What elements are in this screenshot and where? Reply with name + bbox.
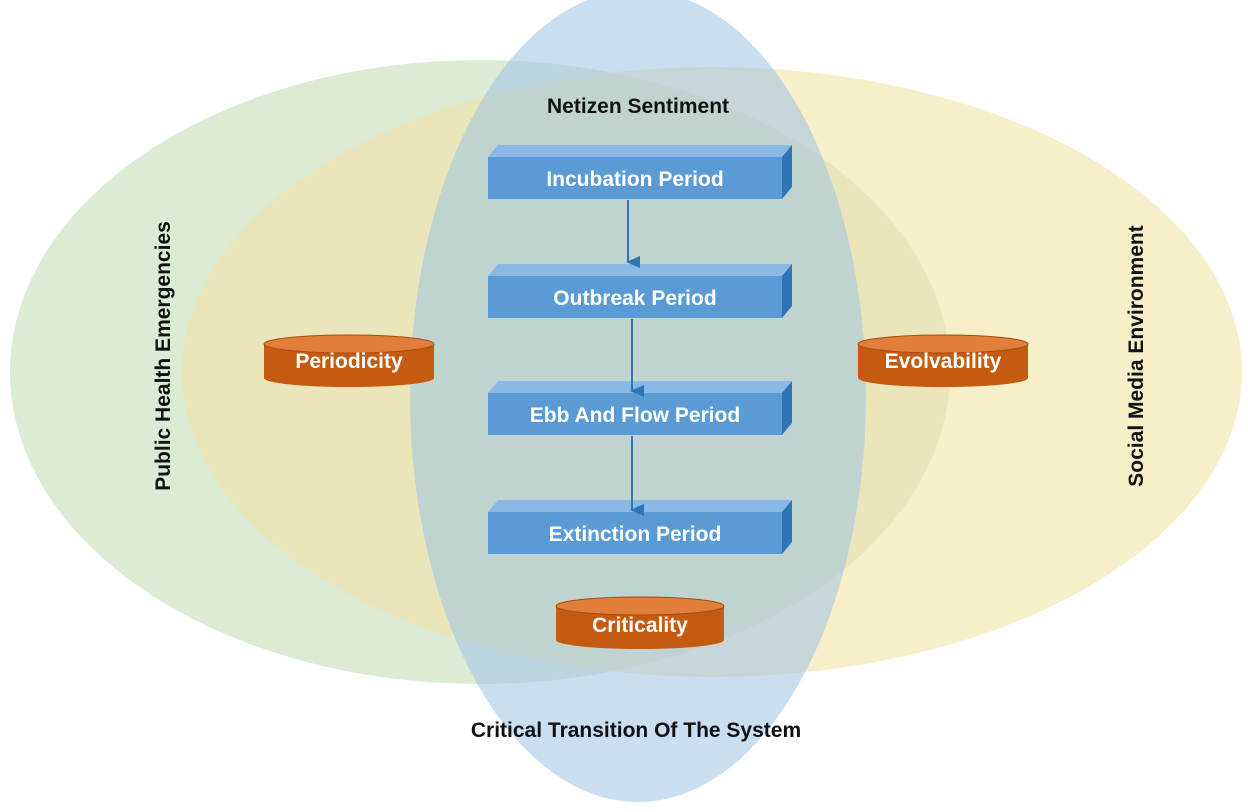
left-region-label: Public Health Emergencies bbox=[152, 221, 175, 491]
period-box-outbreak: Outbreak Period bbox=[488, 264, 792, 318]
periodicity-cylinder: Periodicity bbox=[263, 334, 435, 387]
period-label-ebb-and-flow: Ebb And Flow Period bbox=[530, 404, 740, 427]
evolvability-cylinder: Evolvability bbox=[857, 334, 1029, 387]
center-bottom-label: Critical Transition Of The System bbox=[471, 719, 801, 742]
period-label-outbreak: Outbreak Period bbox=[553, 287, 716, 310]
period-label-incubation: Incubation Period bbox=[546, 168, 723, 191]
criticality-cylinder: Criticality bbox=[555, 596, 725, 649]
periodicity-label: Periodicity bbox=[295, 350, 403, 373]
evolvability-label: Evolvability bbox=[885, 350, 1002, 373]
period-box-ebb-and-flow: Ebb And Flow Period bbox=[488, 381, 792, 435]
center-top-label: Netizen Sentiment bbox=[547, 95, 729, 118]
period-box-extinction: Extinction Period bbox=[488, 500, 792, 554]
period-box-incubation: Incubation Period bbox=[488, 145, 792, 199]
period-label-extinction: Extinction Period bbox=[549, 523, 722, 546]
right-region-label: Social Media Environment bbox=[1125, 225, 1148, 486]
criticality-label: Criticality bbox=[592, 614, 688, 637]
